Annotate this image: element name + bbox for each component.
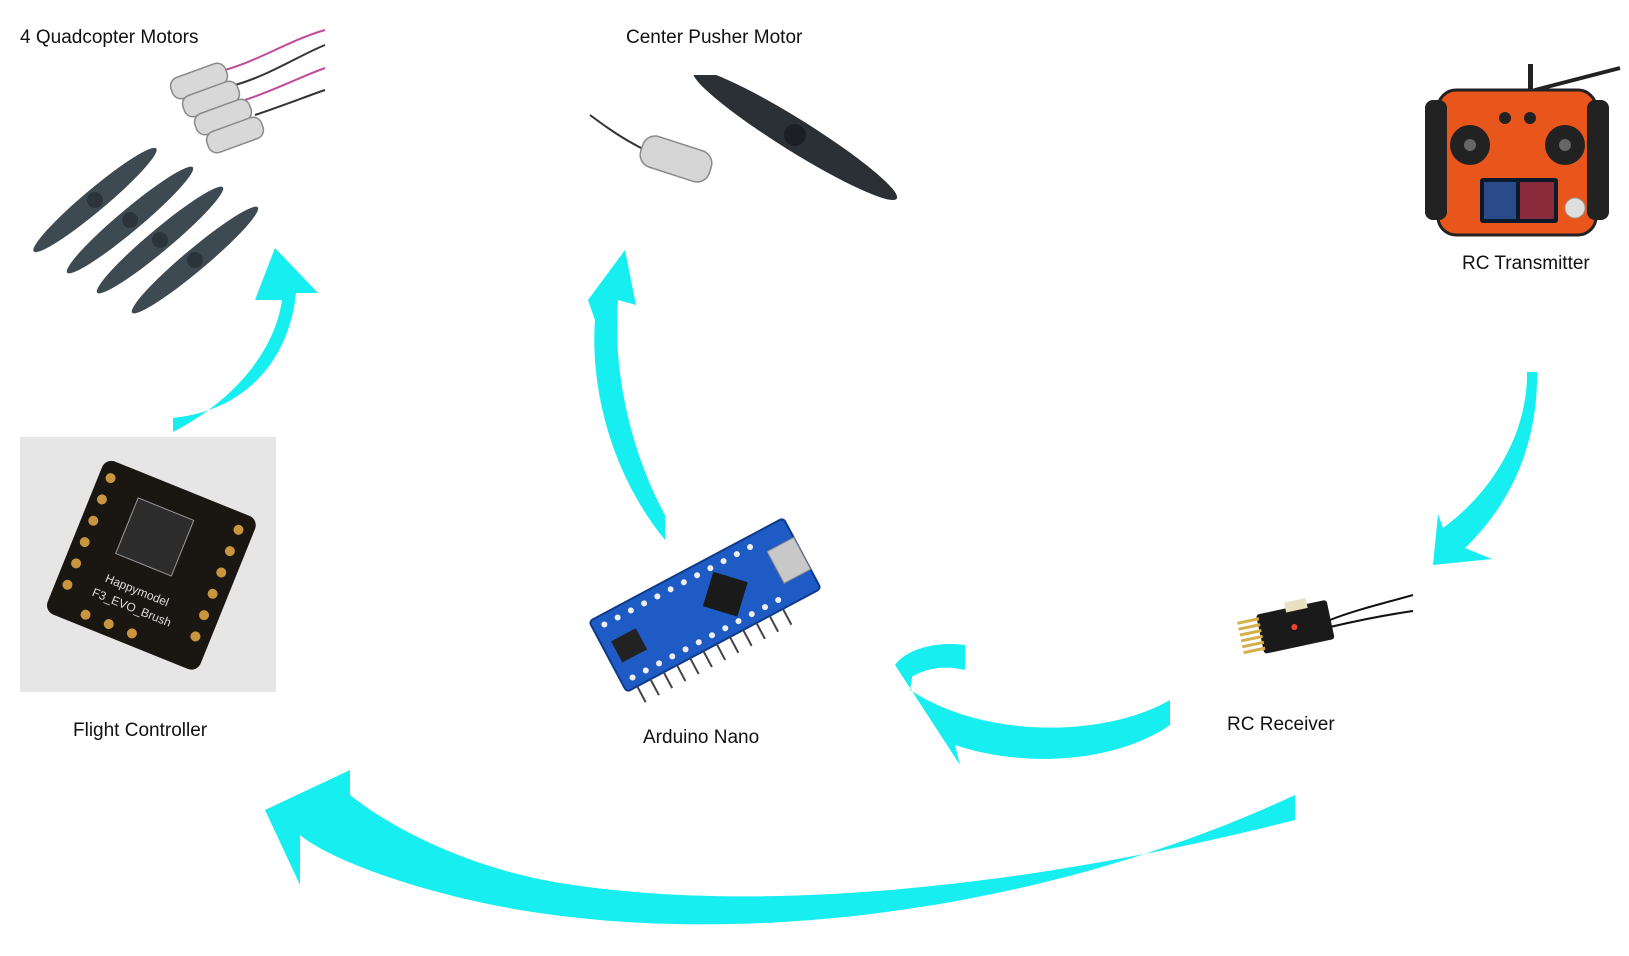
receiver-label: RC Receiver: [1227, 714, 1335, 735]
arrow-receiver-to-flight-controller: [265, 770, 1295, 925]
arduino-nano-icon: [589, 518, 821, 703]
arduino-label: Arduino Nano: [643, 727, 760, 748]
motors-label: 4 Quadcopter Motors: [20, 27, 199, 48]
rc-transmitter-icon: [1425, 64, 1621, 237]
pusher-motor-icon: [589, 75, 898, 201]
arrow-transmitter-to-receiver: [1433, 372, 1538, 565]
flight-controller-panel: Happymodel F3_EVO_Brush: [20, 437, 276, 692]
pusher-motor-label: Center Pusher Motor: [626, 27, 803, 48]
transmitter-label: RC Transmitter: [1462, 253, 1590, 274]
arrow-arduino-to-pusher: [588, 250, 665, 540]
flight-controller-icon: Happymodel F3_EVO_Brush: [47, 460, 256, 670]
arrow-flight-controller-to-motors: [173, 248, 318, 432]
arrow-receiver-to-arduino: [895, 660, 1170, 765]
quadcopter-motors-icon: [33, 29, 326, 314]
flight-controller-label: Flight Controller: [73, 720, 208, 741]
rc-receiver-icon: [1237, 594, 1414, 655]
